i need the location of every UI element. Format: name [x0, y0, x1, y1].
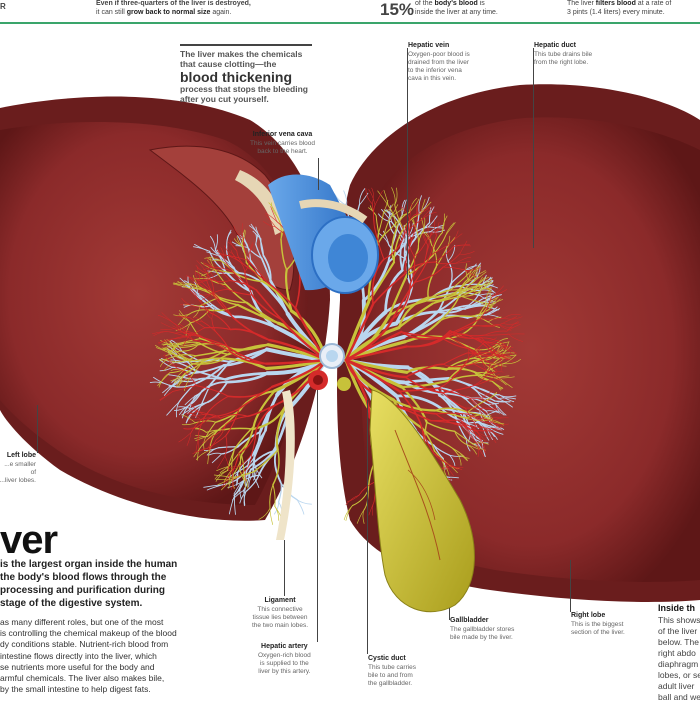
page-headline: ver — [0, 518, 57, 563]
callout-ivc: Inferior vena cava This vein carries blo… — [250, 131, 315, 156]
ligament-desc-1: This connective — [252, 606, 308, 614]
hepatic-artery-desc-1: Oxygen-rich blood — [258, 652, 311, 660]
hepatic-artery-leader — [317, 390, 318, 642]
hepatic-vein-desc-3: to the inferior vena — [408, 67, 470, 75]
ivc-title: Inferior vena cava — [250, 131, 315, 140]
gallbladder-desc-2: bile made by the liver. — [450, 634, 514, 642]
inside-line-8: ball and we — [658, 692, 700, 703]
cystic-duct-desc-1: This tube carries — [368, 664, 416, 672]
inside-line-6: lobes, or se — [658, 670, 700, 681]
callout-gallbladder: Gallbladder The gallbladder stores bile … — [450, 617, 514, 642]
lead-line-3: processing and purification during — [0, 584, 200, 597]
callout-cystic-duct: Cystic duct This tube carries bile to an… — [368, 655, 416, 688]
lead-line-1: is the largest organ inside the human — [0, 558, 200, 571]
ligament-leader — [284, 540, 285, 596]
hepatic-artery-title: Hepatic artery — [258, 643, 311, 652]
hepatic-vein-leader — [407, 48, 408, 278]
vessel-branch — [270, 508, 273, 525]
ligament-desc-3: the two main lobes. — [252, 622, 308, 630]
hepatic-duct-desc-2: from the right lobe. — [534, 59, 592, 67]
body-line-3: dy conditions stable. Nutrient-rich bloo… — [0, 639, 205, 650]
blood-box-headline: blood thickening — [180, 70, 312, 85]
left-lobe-leader — [37, 405, 38, 453]
hepatic-duct-desc-1: This tube drains bile — [534, 51, 592, 59]
body-line-6: armful chemicals. The liver also makes b… — [0, 673, 205, 684]
gallbladder-leader — [449, 608, 450, 620]
callout-hepatic-vein: Hepatic vein Oxygen-poor blood is draine… — [408, 42, 470, 83]
body-line-4: intestine flows directly into the liver,… — [0, 651, 205, 662]
body-line-2: is controlling the chemical makeup of th… — [0, 628, 205, 639]
left-lobe-desc-2: ...liver lobes. — [0, 477, 36, 485]
inside-line-5: diaphragm — [658, 659, 700, 670]
body-line-5: se nutrients more useful for the body an… — [0, 662, 205, 673]
hepatic-vein-desc-1: Oxygen-poor blood is — [408, 51, 470, 59]
ligament-desc-2: tissue lies between — [252, 614, 308, 622]
callout-hepatic-duct: Hepatic duct This tube drains bile from … — [534, 42, 592, 67]
blood-box-rule — [180, 44, 312, 46]
callout-left-lobe: Left lobe ...e smaller of ...liver lobes… — [0, 452, 36, 485]
portal-vein-lumen — [326, 350, 338, 362]
ivc-desc-1: This vein carries blood — [250, 140, 315, 148]
inside-title: Inside th — [658, 603, 700, 615]
right-lobe-desc-2: section of the liver. — [571, 629, 625, 637]
lead-line-2: the body's blood flows through the — [0, 571, 200, 584]
inside-line-3: below. The — [658, 637, 700, 648]
inside-line-7: adult liver — [658, 681, 700, 692]
hepatic-artery-lumen — [313, 375, 323, 385]
lead-line-4: stage of the digestive system. — [0, 597, 200, 610]
left-lobe-title: Left lobe — [0, 452, 36, 461]
hepatic-vein-desc-4: cava in this vein. — [408, 75, 470, 83]
cystic-duct-title: Cystic duct — [368, 655, 416, 664]
right-lobe-desc-1: This is the biggest — [571, 621, 625, 629]
cystic-duct-desc-2: bile to and from — [368, 672, 416, 680]
right-lobe-title: Right lobe — [571, 612, 625, 621]
body-line-1: as many different roles, but one of the … — [0, 617, 205, 628]
ivc-desc-2: back to the heart. — [250, 148, 315, 156]
inside-line-4: right abdo — [658, 648, 700, 659]
callout-ligament: Ligament This connective tissue lies bet… — [252, 597, 308, 630]
inside-line-2: of the liver — [658, 626, 700, 637]
inside-line-1: This shows — [658, 615, 700, 626]
body-line-7: by the small intestine to help digest fa… — [0, 684, 205, 695]
hepatic-duct-title: Hepatic duct — [534, 42, 592, 51]
lead-paragraph: is the largest organ inside the human th… — [0, 558, 200, 610]
callout-right-lobe: Right lobe This is the biggest section o… — [571, 612, 625, 637]
hepatic-artery-desc-2: is supplied to the — [258, 660, 311, 668]
right-lobe-leader — [570, 560, 571, 612]
cystic-duct-leader — [367, 400, 368, 654]
ivc-leader — [318, 158, 319, 190]
left-lobe-desc-1: ...e smaller of — [0, 461, 36, 477]
body-paragraph: as many different roles, but one of the … — [0, 617, 205, 696]
bile-duct-stump — [337, 377, 351, 391]
cystic-duct-desc-3: the gallbladder. — [368, 680, 416, 688]
ligament-title: Ligament — [252, 597, 308, 606]
callout-hepatic-artery: Hepatic artery Oxygen-rich blood is supp… — [258, 643, 311, 676]
hepatic-vein-desc-2: drained from the liver — [408, 59, 470, 67]
inside-the-liver-box: Inside th This shows of the liver below.… — [658, 603, 700, 703]
hepatic-vein-title: Hepatic vein — [408, 42, 470, 51]
hepatic-artery-desc-3: liver by this artery. — [258, 668, 311, 676]
gallbladder-desc-1: The gallbladder stores — [450, 626, 514, 634]
gallbladder-title: Gallbladder — [450, 617, 514, 626]
blood-thickening-box: The liver makes the chemicals that cause… — [180, 44, 312, 104]
hepatic-duct-leader — [533, 48, 534, 248]
blood-box-line4: after you cut yourself. — [180, 95, 312, 105]
